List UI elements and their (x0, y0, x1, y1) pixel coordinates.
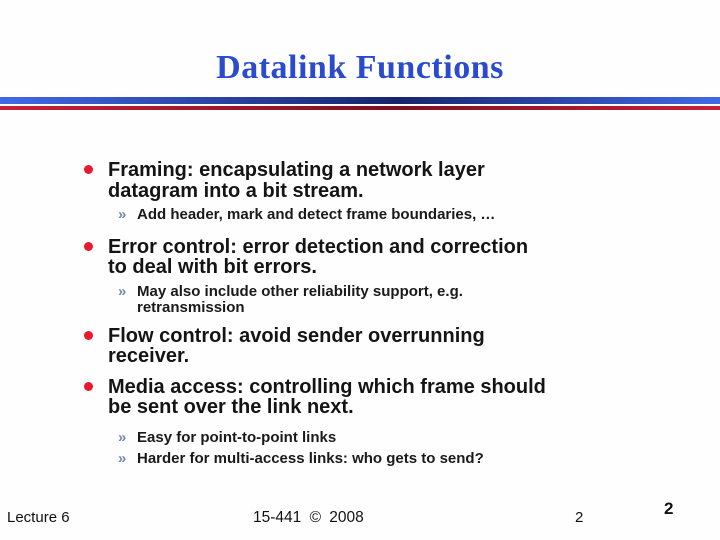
subbullet-line: retransmission (137, 299, 245, 316)
bullet-error-control: Error control: error detection and corre… (72, 235, 668, 278)
subbullet-line: Harder for multi-access links: who gets … (137, 450, 484, 467)
bullet-line: be sent over the link next. (108, 396, 354, 418)
bullet-line: to deal with bit errors. (108, 256, 317, 278)
subbullet-line: May also include other reliability suppo… (137, 282, 463, 300)
bullet-line: receiver. (108, 345, 190, 367)
slide-title: Datalink Functions (216, 49, 504, 86)
bullet-line: datagram into a bit stream. (108, 179, 364, 202)
subbullet-media-access-1: » Easy for point-to-point links (72, 428, 668, 447)
bullet-dot-icon (84, 381, 93, 391)
bullet-line: Error control: error detection and corre… (108, 235, 529, 258)
bullet-dot-icon (84, 241, 93, 251)
footer-course-copyright: 15-441 © 2008 (253, 509, 364, 526)
subbullet-line: Add header, mark and detect frame bounda… (137, 206, 496, 223)
title-rule-red (0, 106, 720, 110)
corner-page-number: 2 (664, 499, 674, 518)
subbullet-framing-1: » Add header, mark and detect frame boun… (72, 206, 668, 224)
bullet-flow-control: Flow control: avoid sender overrunning r… (72, 324, 668, 367)
footer-lecture-label: Lecture 6 (7, 509, 70, 526)
bullet-dot-icon (84, 330, 93, 340)
sub-marker-icon: » (118, 282, 127, 300)
bullet-dot-icon (84, 165, 93, 174)
bullet-line: Media access: controlling which frame sh… (108, 375, 546, 398)
title-rule-blue (0, 97, 720, 104)
subbullet-media-access-2: » Harder for multi-access links: who get… (72, 450, 668, 468)
slide-body: Framing: encapsulating a network layer d… (72, 160, 668, 468)
sub-marker-icon: » (118, 206, 127, 223)
sub-marker-icon: » (118, 450, 127, 467)
sub-marker-icon: » (118, 428, 127, 446)
subbullet-line: Easy for point-to-point links (137, 428, 337, 446)
bullet-media-access: Media access: controlling which frame sh… (72, 375, 668, 418)
bullet-line: Flow control: avoid sender overrunning (108, 324, 485, 347)
bullet-framing: Framing: encapsulating a network layer d… (72, 160, 668, 201)
footer-page-number: 2 (575, 509, 584, 526)
bullet-line: Framing: encapsulating a network layer (108, 159, 485, 181)
subbullet-error-control-1: » May also include other reliability sup… (72, 282, 668, 317)
